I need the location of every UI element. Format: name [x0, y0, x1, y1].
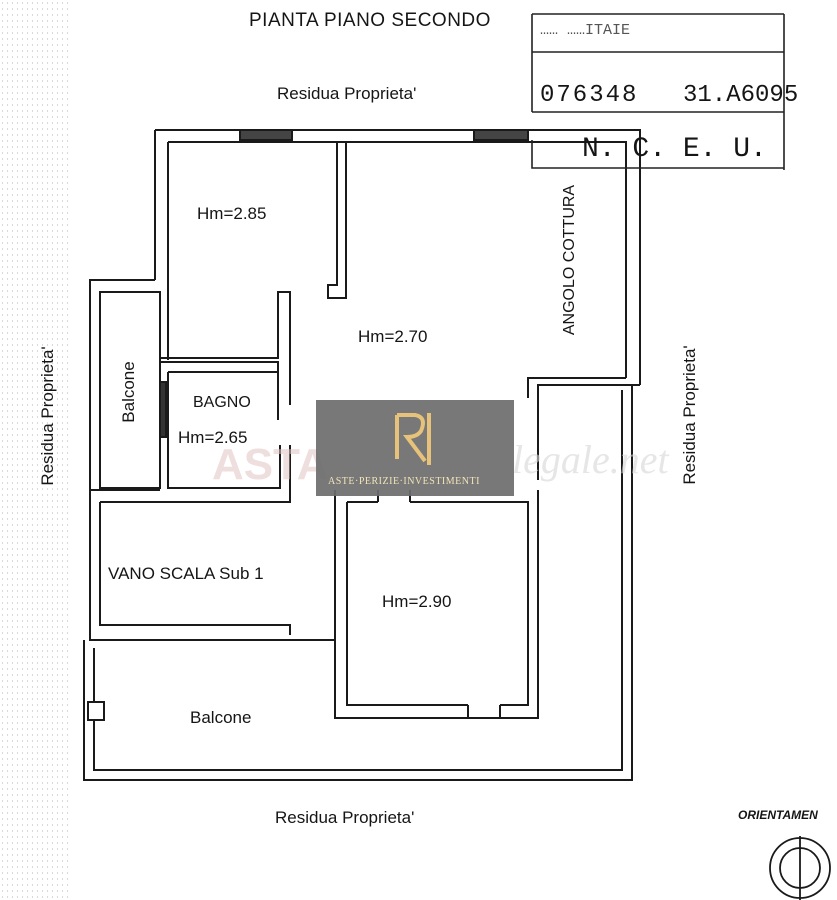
- stamp-header: …… ……ITAIE: [540, 22, 631, 39]
- room-upper-left-bottom-wall: [160, 291, 291, 405]
- bathroom-label: BAGNO: [193, 394, 251, 411]
- watermark-brand-right: legale.net: [512, 437, 669, 482]
- side-balcony-inner: [99, 291, 161, 489]
- outer-wall-top-inner: [168, 141, 627, 378]
- outer-wall-top: [155, 129, 641, 385]
- kitchen-wall: [527, 377, 640, 480]
- stamp-code-left: 076348: [540, 82, 639, 109]
- room-upper-left-height: Hm=2.85: [197, 204, 267, 223]
- boundary-south: Residua Proprieta': [275, 808, 415, 827]
- bedroom-outer: [334, 490, 539, 719]
- side-balcony-outline: [89, 279, 160, 491]
- stair-outline: [89, 490, 335, 641]
- stair-label: VANO SCALA Sub 1: [108, 564, 264, 583]
- bathroom-height: Hm=2.65: [178, 428, 248, 447]
- side-balcony-label: Balcone: [119, 361, 138, 423]
- watermark-logo-icon: [395, 413, 431, 465]
- side-balcony-door: [159, 381, 167, 438]
- stamp-registry: N. C. E. U.: [582, 134, 767, 165]
- orientation-label: ORIENTAMEN: [738, 808, 818, 822]
- living-room-height: Hm=2.70: [358, 327, 428, 346]
- room-upper-left-right-wall: [327, 142, 347, 299]
- stamp-code-right: 31.A6095: [683, 82, 799, 109]
- window-top-left: [239, 129, 293, 141]
- boundary-north: Residua Proprieta': [277, 84, 417, 103]
- boundary-east: Residua Proprieta': [680, 345, 699, 485]
- bathroom-walls: [160, 361, 291, 502]
- scan-noise-left-edge: [0, 0, 70, 900]
- bedroom-height: Hm=2.90: [382, 592, 452, 611]
- boundary-west: Residua Proprieta': [38, 346, 57, 486]
- window-top-right: [473, 129, 529, 141]
- compass-icon: [769, 836, 831, 900]
- bottom-balcony-outline: [83, 385, 633, 781]
- bedroom-inner: [346, 501, 529, 706]
- watermark-brand-left: ASTA: [212, 440, 329, 489]
- watermark-tagline: ASTE·PERIZIE·INVESTIMENTI: [328, 476, 480, 487]
- stamp-frame: [531, 13, 785, 170]
- kitchen-corner-label: ANGOLO COTTURA: [561, 184, 578, 336]
- balcony-post: [87, 701, 105, 721]
- bottom-balcony-label: Balcone: [190, 708, 252, 727]
- bedroom-door-bottom: [467, 705, 501, 718]
- drawing-title: PIANTA PIANO SECONDO: [249, 10, 491, 31]
